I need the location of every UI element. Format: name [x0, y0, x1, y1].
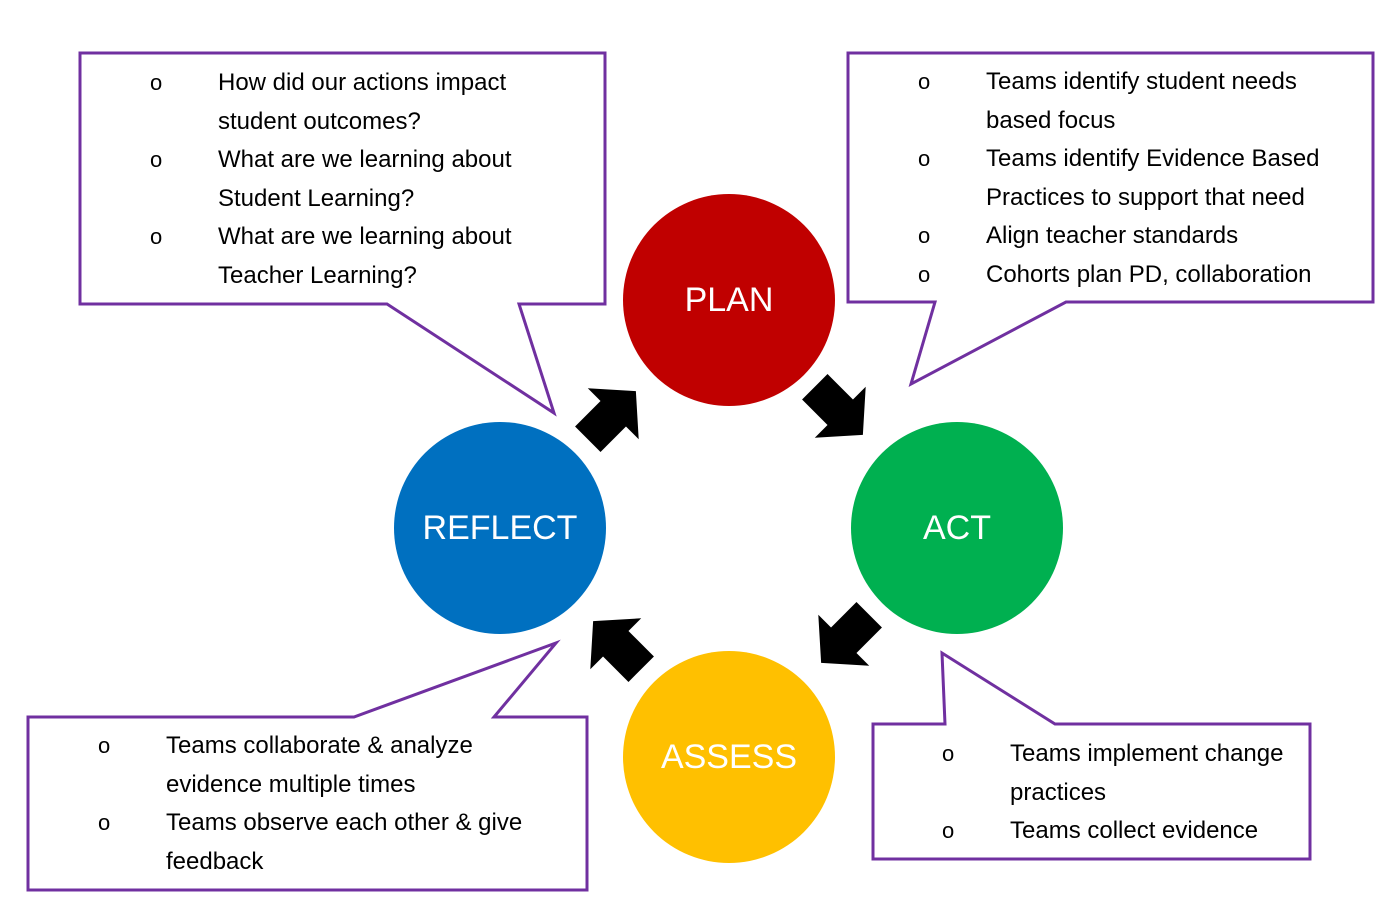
bullet: o [942, 818, 955, 843]
list-item: o What are we learning about Teacher Lear… [150, 218, 570, 295]
plan-item-2: Teams identify Evidence Based Practices … [986, 145, 1320, 211]
reflect-callout-shape [78, 51, 607, 417]
reflect-question-2: What are we learning about Student Learn… [218, 146, 512, 212]
list-item: o Teams implement change practices [942, 735, 1292, 812]
arrow-plan-to-act [802, 374, 866, 438]
assess-circle [623, 651, 835, 863]
act-item-2: Teams collect evidence [1010, 817, 1259, 844]
bullet: o [918, 223, 931, 248]
assess-label: ASSESS [661, 738, 797, 776]
bullet: o [150, 70, 163, 95]
list-item: o Cohorts plan PD, collaboration [918, 256, 1363, 295]
assess-callout-list: o Teams collaborate & analyze evidence mu… [98, 727, 568, 881]
list-item: o Teams identify student needs based focu… [918, 63, 1363, 140]
list-item: o Teams observe each other & give feedbac… [98, 804, 568, 881]
list-item: o Align teacher standards [918, 217, 1363, 256]
list-item: o What are we learning about Student Lear… [150, 141, 570, 218]
bullet: o [150, 224, 163, 249]
plan-item-3: Align teacher standards [986, 222, 1239, 249]
act-circle [851, 422, 1063, 634]
list-item: o Teams identify Evidence Based Practices… [918, 140, 1363, 217]
reflect-circle [394, 422, 606, 634]
plan-callout-shape [846, 51, 1375, 387]
reflect-question-1: How did our actions impact student outco… [218, 69, 507, 135]
bullet: o [98, 810, 111, 835]
bullet: o [150, 147, 163, 172]
assess-item-2: Teams observe each other & give feedback [166, 809, 523, 875]
bullet: o [942, 741, 955, 766]
assess-item-1: Teams collaborate & analyze evidence mul… [166, 732, 473, 798]
act-callout-shape [871, 650, 1312, 861]
act-label: ACT [923, 509, 991, 547]
list-item: o Teams collaborate & analyze evidence mu… [98, 727, 568, 804]
plan-circle [623, 194, 835, 406]
bullet: o [98, 733, 111, 758]
arrow-assess-to-reflect [590, 618, 654, 682]
plan-item-1: Teams identify student needs based focus [986, 68, 1297, 134]
bullet: o [918, 261, 931, 287]
assess-callout-shape [26, 639, 589, 892]
arrow-reflect-to-plan [575, 388, 639, 452]
plan-item-4: Cohorts plan PD, collaboration [986, 260, 1312, 288]
act-item-1: Teams implement change practices [1010, 740, 1284, 806]
list-item: o Teams collect evidence [942, 812, 1292, 851]
reflect-callout-list: o How did our actions impact student outc… [150, 64, 570, 295]
bullet: o [918, 69, 931, 94]
plan-label: PLAN [685, 281, 774, 319]
reflect-label: REFLECT [423, 509, 578, 547]
reflect-question-3: What are we learning about Teacher Learn… [218, 223, 512, 289]
bullet: o [918, 146, 931, 171]
plan-callout-list: o Teams identify student needs based focu… [918, 63, 1363, 294]
arrow-act-to-assess [818, 602, 882, 666]
list-item: o How did our actions impact student outc… [150, 64, 570, 141]
